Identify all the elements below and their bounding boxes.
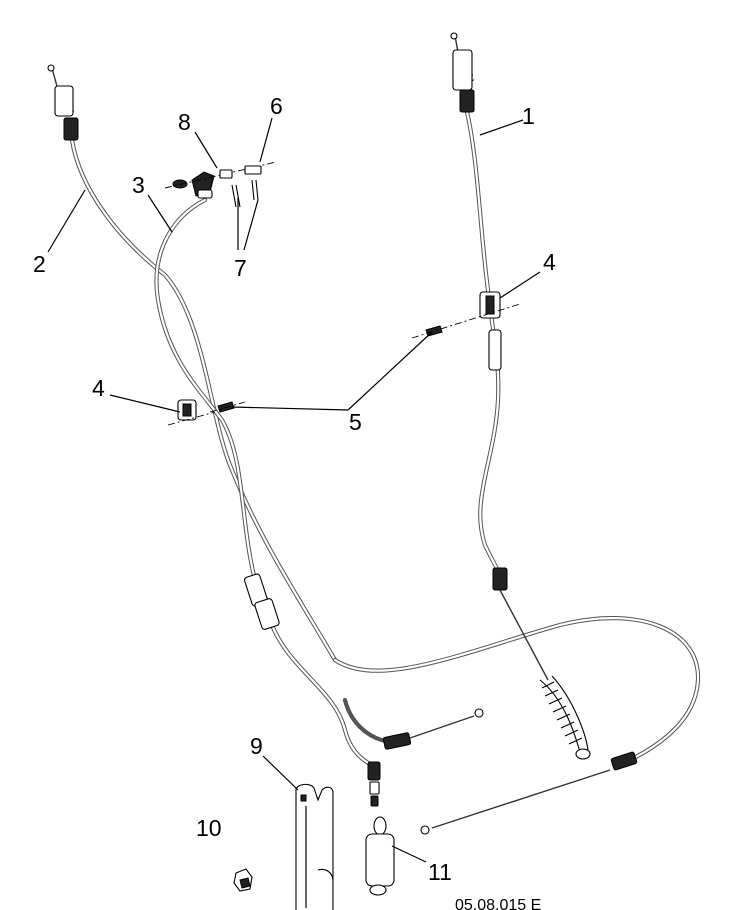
callout-10: 10	[196, 815, 222, 841]
cable-1-end-connector	[492, 567, 508, 591]
callout-2: 2	[33, 251, 46, 277]
callout-7: 7	[234, 255, 247, 281]
callout-1: 1	[522, 103, 535, 129]
cable-1-spring	[452, 49, 475, 91]
part-8-pin	[219, 169, 233, 179]
spring-part-11	[365, 816, 395, 896]
cable-3-end-fitting	[367, 761, 381, 807]
cable-3-adjuster	[243, 573, 280, 630]
left-clip-bracket	[167, 399, 216, 426]
cable-2-ferrule	[63, 117, 79, 141]
callout-3: 3	[132, 172, 145, 198]
part-7-springs	[231, 179, 259, 208]
right-screw	[411, 303, 521, 339]
callout-5: 5	[349, 409, 362, 435]
upper-fittings	[164, 161, 277, 208]
cable-1-adjuster	[488, 329, 502, 371]
handle-bar-part-9	[295, 783, 334, 910]
left-screw	[209, 401, 246, 413]
part-6-bushing	[244, 165, 262, 175]
cable-2-end-connector	[420, 751, 638, 835]
leader-lines	[47, 117, 541, 863]
cable-1-return-spring	[539, 675, 591, 760]
drawing-code: 05.08.015 E	[455, 897, 541, 910]
callout-9: 9	[250, 733, 263, 759]
callout-8: 8	[178, 109, 191, 135]
callout-4-right: 4	[543, 249, 556, 275]
cable-2-spring	[54, 85, 75, 117]
callout-11: 11	[428, 859, 452, 885]
callout-4-left: 4	[92, 375, 105, 401]
cable-1	[450, 32, 591, 760]
cable-1-clip-bracket	[479, 291, 501, 319]
cable-1-ferrule	[459, 89, 475, 113]
nut-part-10	[233, 868, 253, 892]
cable-3	[154, 197, 381, 807]
callout-6: 6	[270, 93, 283, 119]
middle-branch-cable	[342, 697, 484, 750]
cable-2	[47, 64, 701, 835]
